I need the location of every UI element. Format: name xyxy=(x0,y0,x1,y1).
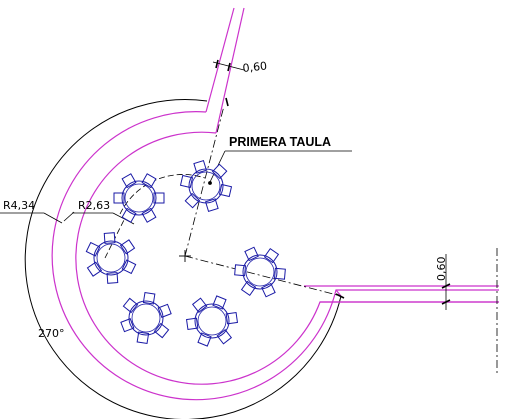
chair xyxy=(191,297,208,313)
corridor-walls xyxy=(51,7,499,401)
outer-radius-label: R4,34 xyxy=(3,199,35,212)
chair xyxy=(240,280,257,297)
chair xyxy=(85,241,101,257)
width-top-label: 0,60 xyxy=(242,59,268,74)
corridor-top-right xyxy=(215,7,245,134)
chair xyxy=(113,192,125,204)
chair xyxy=(141,207,157,223)
wall-inner-magenta xyxy=(75,131,499,385)
table-edge xyxy=(96,243,126,273)
round-table xyxy=(185,295,239,347)
round-table xyxy=(85,232,137,284)
width-right-label: 0,60 xyxy=(435,257,448,282)
chair xyxy=(119,239,136,255)
chair xyxy=(212,295,227,310)
center-mark xyxy=(179,250,191,262)
round-table xyxy=(120,291,172,345)
chair xyxy=(244,246,259,262)
chair xyxy=(121,259,137,275)
wall-outer-magenta xyxy=(51,111,499,401)
chair xyxy=(157,303,172,318)
chair xyxy=(184,192,201,209)
chair xyxy=(121,173,137,189)
chair xyxy=(263,247,280,264)
chair xyxy=(122,297,139,314)
chair xyxy=(121,207,137,223)
table-edge xyxy=(245,257,275,287)
right-corridor xyxy=(304,285,499,303)
inner-radius-label: R2,63 xyxy=(78,199,110,212)
table-top xyxy=(93,240,129,276)
table-edge xyxy=(191,171,221,201)
round-table xyxy=(234,246,286,298)
table-top xyxy=(128,300,164,336)
table-top xyxy=(194,303,230,339)
outer-wall-arc xyxy=(24,99,342,419)
chair xyxy=(86,261,103,277)
chair xyxy=(153,322,170,339)
tables-group xyxy=(85,160,286,347)
table-edge xyxy=(197,306,227,336)
table-edge xyxy=(131,303,161,333)
chair xyxy=(153,192,165,204)
corridor-top-left xyxy=(205,7,235,113)
corridor-right-end-outer xyxy=(335,289,342,297)
chair xyxy=(193,160,208,174)
table-top xyxy=(121,180,157,216)
center-line-vertical xyxy=(184,105,225,257)
angle-label: 270° xyxy=(38,327,65,340)
chair xyxy=(261,282,276,298)
table-top xyxy=(188,168,224,204)
chair xyxy=(218,183,233,198)
round-table xyxy=(179,160,233,212)
chair xyxy=(204,198,219,212)
chair xyxy=(120,318,135,333)
chair xyxy=(179,174,194,189)
chair xyxy=(211,163,228,180)
table-label: PRIMERA TAULA xyxy=(229,135,331,149)
table-top xyxy=(242,254,278,290)
center-line-horizontal xyxy=(184,255,342,297)
round-table xyxy=(113,173,165,223)
table-edge xyxy=(124,183,154,213)
chair xyxy=(141,173,157,189)
chair xyxy=(216,329,233,345)
chair xyxy=(197,332,212,347)
